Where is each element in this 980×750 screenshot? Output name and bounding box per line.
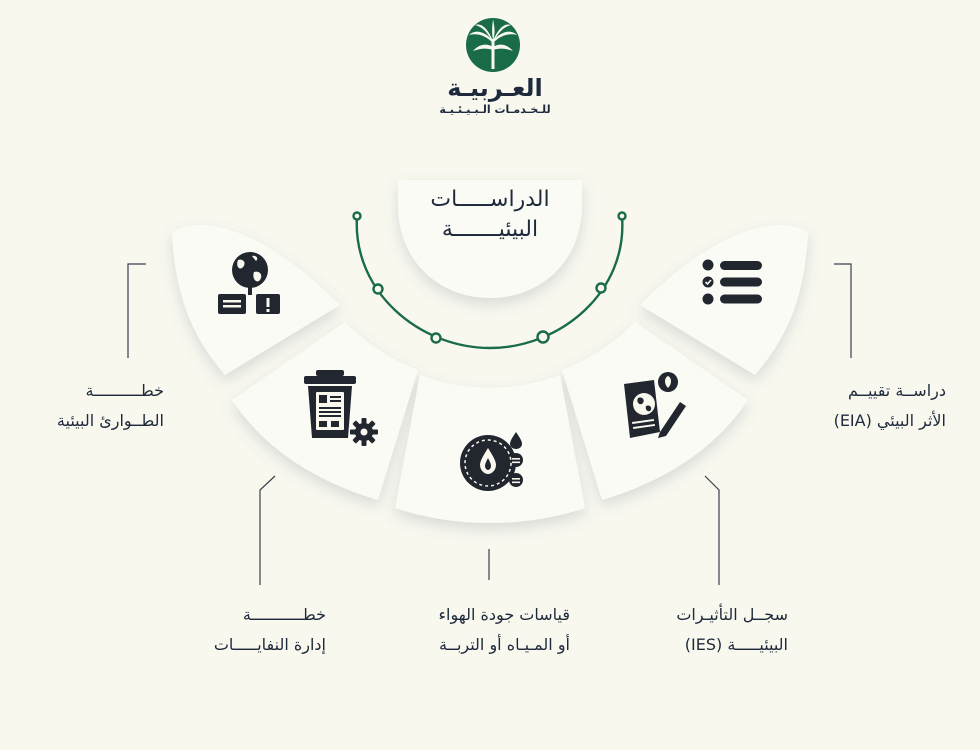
connector-line-eia (834, 263, 852, 358)
globe-alert-icon (218, 252, 280, 314)
connector-line-emergency (127, 263, 146, 358)
center-card (398, 180, 582, 298)
environmental-document-icon (624, 372, 686, 438)
label-eia-line2: الأثر البيئي (EIA) (833, 411, 946, 430)
center-title: الدراســـــات البيئيـــــــة (398, 185, 582, 245)
connector-line-waste (259, 475, 276, 585)
waste-bin-gear-icon (304, 370, 378, 446)
label-waste-line2: إدارة النفايـــــات (213, 635, 326, 654)
label-ies-line2: البيئيـــــة (IES) (684, 635, 788, 654)
palm-leaf-logo-icon (466, 18, 520, 72)
arc-node (617, 211, 627, 221)
label-measurements-line2: أو المـيـاه أو التربــة (438, 635, 570, 654)
label-emergency-line1: خطــــــــــة (85, 381, 164, 400)
label-emergency-plan: خطــــــــــة الطــوارئ البيئية (57, 376, 164, 436)
center-title-line1: الدراســـــات (430, 187, 550, 212)
label-eia: دراســة تقييــم الأثر البيئي (EIA) (834, 376, 946, 436)
arc-node (430, 332, 442, 344)
arc-connector (352, 211, 627, 350)
logo-title: العـربيـة (447, 74, 543, 102)
label-ies-line1: سجــل التأثيـرات (676, 605, 788, 624)
logo-subtitle: للـخـدمـات الـبـيـئـيـة (439, 103, 551, 116)
label-eia-line1: دراســة تقييــم (848, 381, 946, 400)
label-ies: سجــل التأثيـرات البيئيـــــة (IES) (676, 600, 788, 660)
label-measurements: قياسات جودة الهواء أو المـيـاه أو التربـ… (439, 600, 570, 660)
water-air-soil-gauge-icon (460, 432, 523, 491)
label-waste-plan: خطـــــــــــة إدارة النفايـــــات (214, 600, 326, 660)
label-emergency-line2: الطــوارئ البيئية (56, 411, 164, 430)
arc-node (352, 211, 362, 221)
arc-node (372, 283, 384, 295)
connector-line-ies (704, 475, 720, 585)
label-measurements-line1: قياسات جودة الهواء (438, 605, 570, 624)
center-title-line2: البيئيـــــــة (441, 217, 539, 242)
arc-node (595, 282, 607, 294)
arc-node (536, 330, 550, 344)
checklist-icon (702, 259, 762, 305)
label-waste-line1: خطـــــــــــة (242, 605, 326, 624)
